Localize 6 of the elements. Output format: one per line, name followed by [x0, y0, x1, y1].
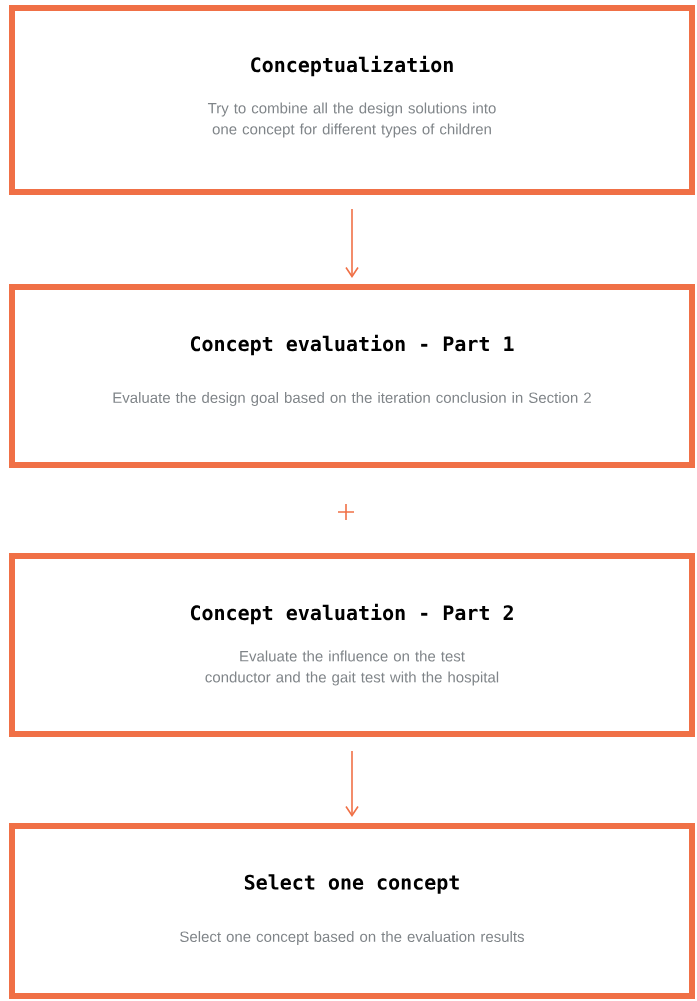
arrow — [345, 208, 359, 278]
process-box: Select one concept Select one concept based on the evaluation results — [9, 823, 695, 999]
process-box: Concept evaluation - Part 2 Evaluate the influence on the test conductor and the gait test with the hospital — [9, 553, 695, 737]
process-box: Concept evaluation - Part 1 Evaluate the design goal based on the iteration conclusion in Section 2 — [9, 284, 695, 468]
process-box: Conceptualization Try to combine all the design solutions into one concept for different types of children — [9, 5, 695, 195]
arrow — [345, 750, 359, 817]
